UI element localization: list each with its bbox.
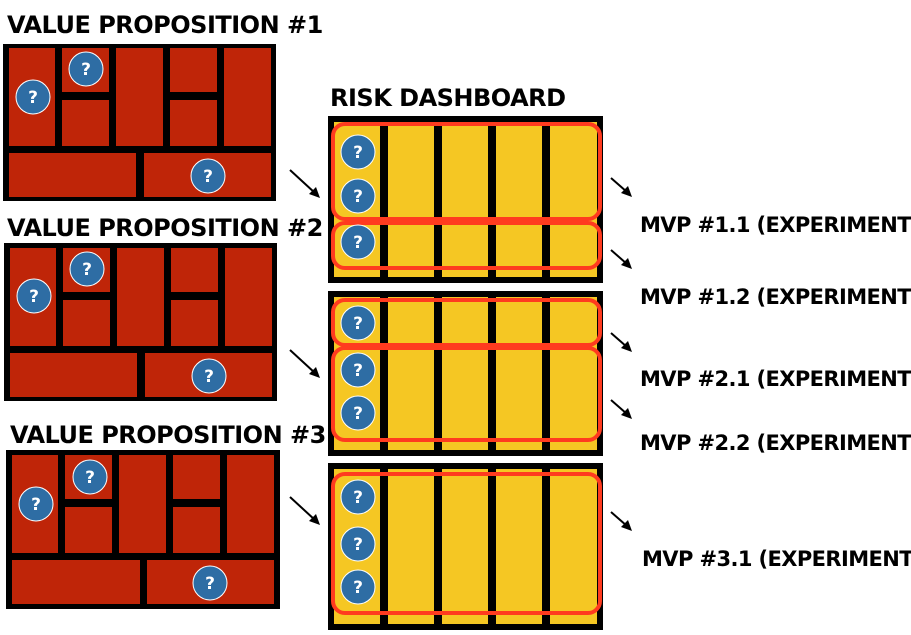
canvas-block (171, 300, 218, 346)
canvas-block (62, 100, 109, 146)
canvas-block (116, 48, 163, 146)
dashboard-column (442, 469, 488, 624)
dashboard-column (388, 297, 434, 450)
question-mark-text: ? (353, 488, 363, 508)
risk-dashboard-panel-2: ? ? ? (328, 291, 603, 456)
value-proposition-1-board: ? ? ? (3, 44, 276, 201)
value-proposition-2-title: VALUE PROPOSITION #2 (7, 214, 323, 242)
question-mark-text: ? (353, 578, 363, 598)
value-proposition-1-title: VALUE PROPOSITION #1 (7, 11, 323, 39)
question-mark-text: ? (353, 187, 363, 207)
mvp-2-1-label: MVP #2.1 (EXPERIMENT) (640, 367, 911, 391)
experiment-highlight-1-2 (331, 221, 602, 270)
dashboard-column (550, 297, 597, 450)
question-marker: ? (191, 358, 227, 394)
arrow-to-mvp-2-1 (610, 332, 632, 352)
question-mark-text: ? (203, 167, 213, 187)
dashboard-column (442, 297, 488, 450)
dashboard-column (496, 297, 542, 450)
question-mark-text: ? (353, 233, 363, 253)
question-marker: ? (340, 224, 376, 260)
dashboard-column (442, 122, 488, 277)
canvas-block (9, 153, 136, 197)
question-marker: ? (340, 352, 376, 388)
mvp-2-2-label: MVP #2.2 (EXPERIMENT) (640, 431, 911, 455)
canvas-block (119, 455, 166, 553)
question-mark-text: ? (28, 88, 38, 108)
question-mark-text: ? (353, 361, 363, 381)
question-marker: ? (192, 565, 228, 601)
canvas-block (227, 455, 274, 553)
dashboard-column (388, 122, 434, 277)
experiment-highlight-1-1 (331, 122, 602, 221)
question-mark-text: ? (204, 367, 214, 387)
question-mark-text: ? (205, 574, 215, 594)
question-mark-text: ? (81, 60, 91, 80)
canvas-block (65, 507, 112, 553)
question-marker: ? (340, 569, 376, 605)
question-mark-text: ? (85, 468, 95, 488)
canvas-block (224, 48, 271, 146)
question-marker: ? (72, 459, 108, 495)
dashboard-column (550, 122, 597, 277)
question-mark-text: ? (31, 495, 41, 515)
canvas-block (170, 100, 217, 146)
question-mark-text: ? (29, 287, 39, 307)
dashboard-column (496, 122, 542, 277)
arrow-to-mvp-1-1 (610, 177, 632, 197)
arrow-to-mvp-2-2 (610, 399, 632, 419)
experiment-highlight-2-1 (331, 298, 602, 347)
canvas-block (225, 248, 272, 346)
experiment-highlight-3-1 (331, 472, 602, 615)
question-marker: ? (340, 305, 376, 341)
question-marker: ? (16, 278, 52, 314)
question-mark-text: ? (353, 404, 363, 424)
canvas-block (117, 248, 164, 346)
arrow-vp2-to-dashboard (289, 349, 320, 378)
canvas-block (173, 507, 220, 553)
question-mark-text: ? (353, 314, 363, 334)
question-marker: ? (18, 486, 54, 522)
risk-dashboard-title: RISK DASHBOARD (330, 84, 566, 112)
risk-dashboard-panel-1: ? ? ? (328, 116, 603, 283)
canvas-block (173, 455, 220, 499)
value-proposition-3-board: ? ? ? (6, 450, 280, 609)
dashboard-column (388, 469, 434, 624)
question-marker: ? (15, 79, 51, 115)
question-mark-text: ? (82, 260, 92, 280)
question-marker: ? (340, 134, 376, 170)
experiment-highlight-2-2 (331, 346, 602, 442)
canvas-block (170, 48, 217, 92)
dashboard-column (496, 469, 542, 624)
canvas-block (10, 353, 137, 397)
dashboard-column (550, 469, 597, 624)
canvas-block (171, 248, 218, 292)
question-mark-text: ? (353, 143, 363, 163)
question-marker: ? (340, 395, 376, 431)
arrow-vp3-to-dashboard (289, 496, 320, 525)
arrow-to-mvp-3-1 (610, 511, 632, 531)
canvas-block (63, 300, 110, 346)
mvp-1-1-label: MVP #1.1 (EXPERIMENT) (640, 213, 911, 237)
question-marker: ? (68, 51, 104, 87)
canvas-block (12, 560, 140, 604)
question-mark-text: ? (353, 535, 363, 555)
arrow-vp1-to-dashboard (289, 169, 320, 198)
question-marker: ? (340, 178, 376, 214)
question-marker: ? (190, 158, 226, 194)
value-proposition-2-board: ? ? ? (4, 243, 277, 401)
value-proposition-3-title: VALUE PROPOSITION #3 (10, 421, 326, 449)
question-marker: ? (69, 251, 105, 287)
risk-dashboard-panel-3: ? ? ? (328, 463, 603, 630)
question-marker: ? (340, 526, 376, 562)
mvp-1-2-label: MVP #1.2 (EXPERIMENT) (640, 285, 911, 309)
mvp-3-1-label: MVP #3.1 (EXPERIMENT) (642, 547, 911, 571)
arrow-to-mvp-1-2 (610, 249, 632, 269)
question-marker: ? (340, 479, 376, 515)
